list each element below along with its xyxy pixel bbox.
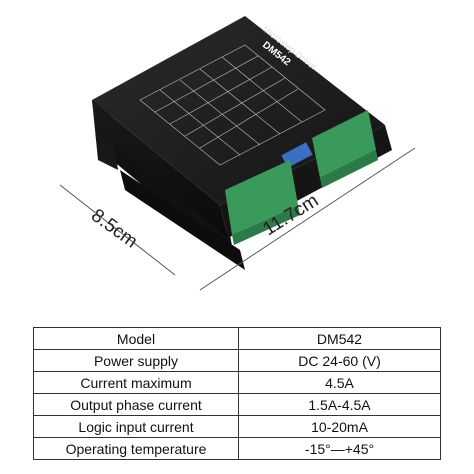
spec-value: 4.5A: [238, 371, 441, 394]
driver-side-panel: [92, 100, 228, 238]
spec-label: Logic input current: [33, 415, 239, 438]
printed-spec-grid: [139, 44, 326, 166]
spec-label: Operating temperature: [33, 437, 239, 460]
table-row: Output phase current 1.5A-4.5A: [33, 393, 441, 416]
spec-table: Model DM542 Power supply DC 24-60 (V) Cu…: [33, 327, 441, 460]
product-illustration: Microstep Driver DM542 11.7cm 8.5cm: [59, 16, 416, 291]
dimension-lines: [59, 147, 416, 291]
table-row: Model DM542: [33, 327, 441, 350]
spec-value: 10-20mA: [238, 415, 441, 438]
driver-top-face: [92, 16, 385, 205]
spec-value: DM542: [238, 327, 441, 350]
spec-label: Power supply: [33, 349, 239, 372]
spec-value: -15°—+45°: [238, 437, 441, 460]
spec-label: Current maximum: [33, 371, 239, 394]
depth-dimension-label: 8.5cm: [87, 205, 141, 252]
terminal-block-left: [225, 160, 300, 245]
product-image-area: Microstep Driver DM542 11.7cm 8.5cm: [59, 16, 416, 291]
table-row: Current maximum 4.5A: [33, 371, 441, 394]
table-row: Operating temperature -15°—+45°: [33, 437, 441, 460]
spec-label: Model: [33, 327, 239, 350]
terminal-block-right: [312, 110, 378, 188]
table-row: Logic input current 10-20mA: [33, 415, 441, 438]
spec-value: DC 24-60 (V): [238, 349, 441, 372]
spec-value: 1.5A-4.5A: [238, 393, 441, 416]
spec-label: Output phase current: [33, 393, 239, 416]
table-row: Power supply DC 24-60 (V): [33, 349, 441, 372]
